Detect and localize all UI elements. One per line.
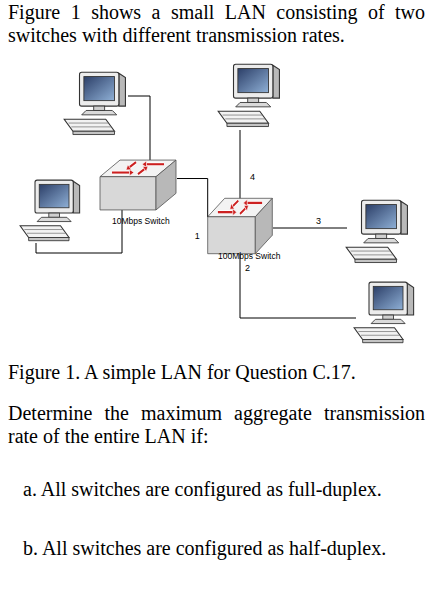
arrow-shaft (112, 172, 130, 174)
arrow-head (126, 165, 131, 170)
figure-caption: Figure 1. A simple LAN for Question C.17… (8, 361, 428, 384)
arrow-outline (233, 201, 238, 207)
switch-side (255, 198, 272, 253)
computer-icon (20, 180, 80, 241)
arrow-head (244, 205, 249, 211)
switch-front (100, 177, 156, 210)
computer-icon (64, 72, 125, 134)
question-text: Determine the maximum aggregate transmis… (8, 402, 425, 448)
computer-icon (218, 64, 279, 126)
arrow-outline (247, 201, 262, 205)
arrow-head (230, 203, 235, 209)
switch-node: 10Mbps Switch (98, 158, 178, 212)
switch-side (156, 160, 176, 210)
port-number: 2 (245, 263, 250, 273)
arrow-head (233, 209, 237, 216)
list-item: b. All switches are configured as half-d… (23, 537, 425, 560)
arrow-outline (218, 210, 233, 214)
switch-arrows (218, 199, 262, 215)
arrow-shaft (218, 211, 233, 213)
switch-label: 100Mbps Switch (218, 251, 280, 261)
wire (128, 96, 150, 161)
arrow-shaft (240, 208, 245, 214)
switch-label: 10Mbps Switch (112, 216, 170, 226)
arrow-shaft (233, 201, 238, 207)
arrow-head (130, 169, 135, 175)
switch-front (208, 217, 256, 254)
arrow-shaft (138, 169, 144, 174)
arrow-shaft (147, 163, 165, 165)
arrow-outline (240, 208, 245, 214)
wire (273, 228, 347, 229)
wire (240, 130, 241, 199)
wire (240, 254, 356, 318)
switch-node: 100Mbps Switch (206, 196, 274, 256)
link-cable (177, 179, 208, 217)
computer-icon (346, 200, 407, 262)
list-item: a. All switches are configured as full-d… (23, 478, 425, 501)
port-number: 3 (316, 216, 321, 226)
intro-paragraph: Figure 1 shows a small LAN consisting of… (8, 1, 425, 47)
arrow-outline (147, 162, 165, 166)
port-number: 1 (195, 231, 200, 241)
arrow-outline (138, 169, 144, 174)
switch-arrows (112, 161, 164, 176)
arrow-head (143, 166, 148, 171)
switch-icon (206, 196, 274, 256)
arrow-shaft (247, 202, 262, 204)
arrow-shaft (130, 162, 136, 167)
port-number: 4 (250, 172, 255, 182)
switch-icon (98, 158, 178, 212)
computer-icon (354, 282, 414, 343)
arrow-outline (130, 162, 136, 167)
arrow-outline (112, 171, 130, 175)
